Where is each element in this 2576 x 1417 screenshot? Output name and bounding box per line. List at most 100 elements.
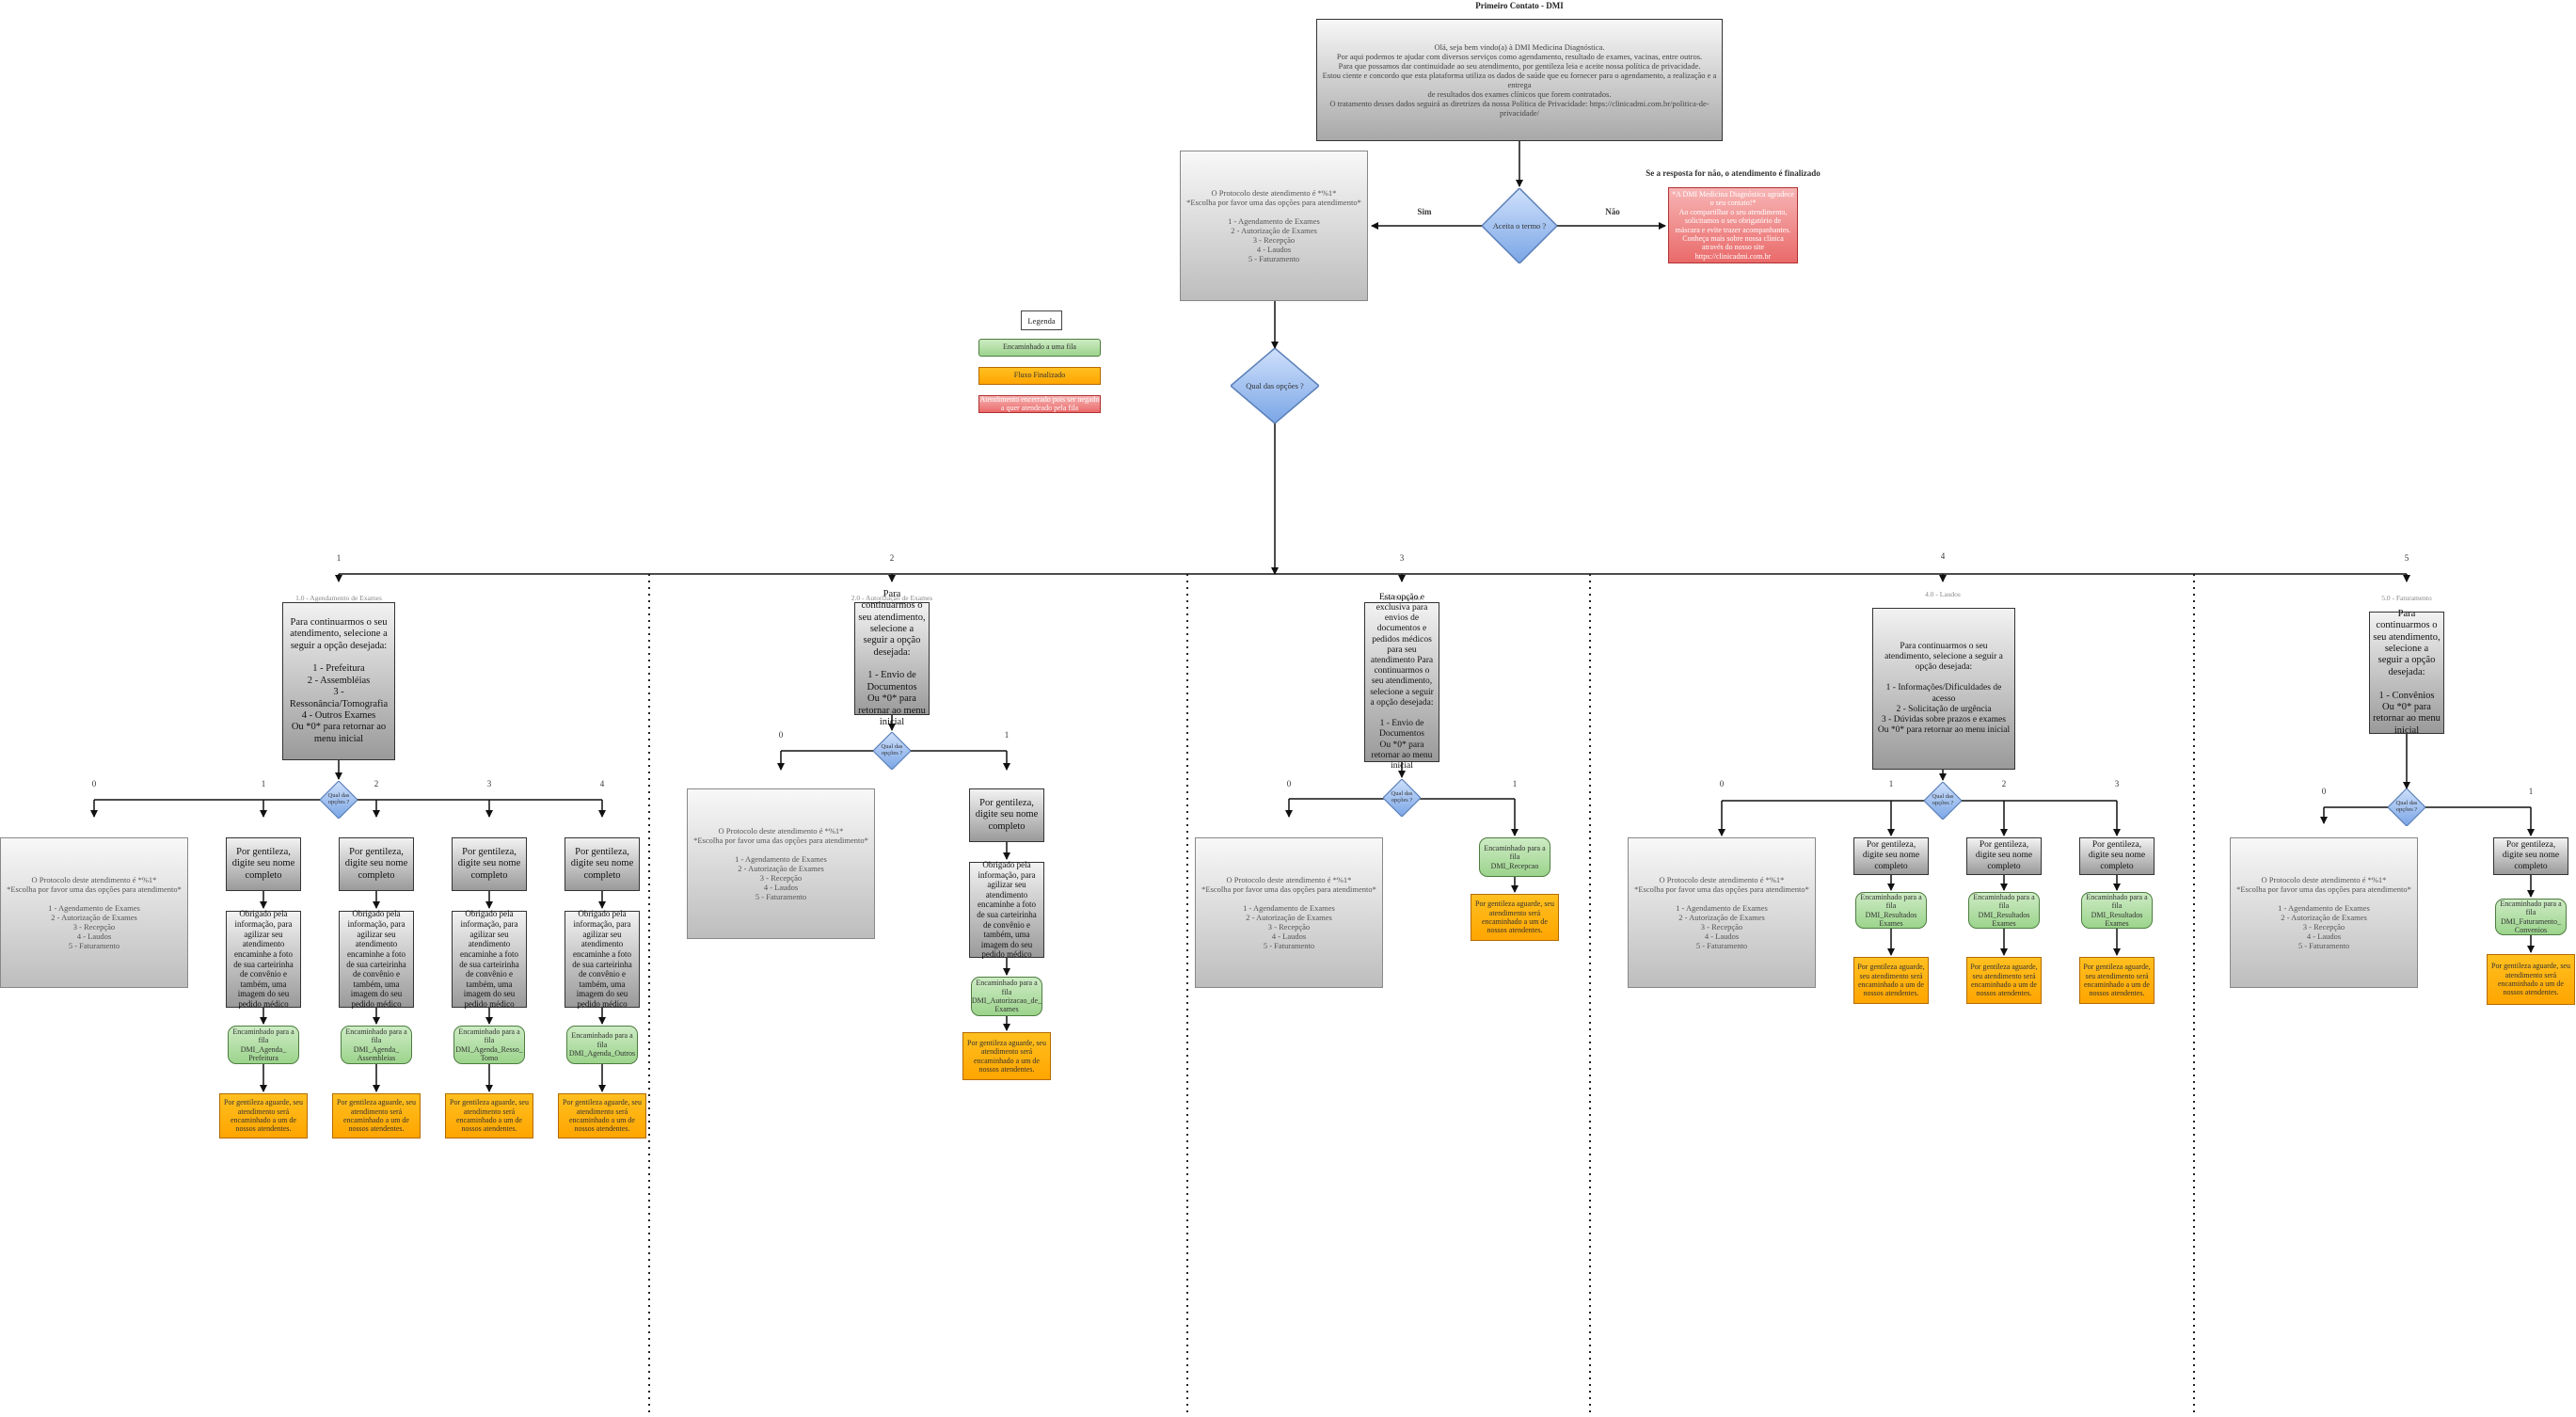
- s3-wait: Por gentileza aguarde, seu atendimento s…: [1471, 894, 1559, 941]
- s3-options-label: Qual das opções ?: [1391, 790, 1413, 804]
- diamond-shape: [1231, 348, 1319, 423]
- s4-queue-resultados-3: Encaminhado para a fila DMI_Resultados E…: [2081, 892, 2153, 929]
- s5-ask-name: Por gentileza, digite seu nome completo: [2493, 837, 2568, 875]
- s2-ask-name: Por gentileza, digite seu nome completo: [969, 788, 1044, 842]
- diamond-shape: [1482, 188, 1557, 263]
- diagram-title: Primeiro Contato - DMI: [1475, 1, 1564, 10]
- s1-option-3: 3: [486, 779, 492, 788]
- s5-queue-faturamento: Encaminhado para a fila DMI_Faturamento_…: [2495, 899, 2567, 935]
- s2-option-1: 1: [1004, 730, 1010, 740]
- s4-option-3: 3: [2114, 779, 2120, 788]
- refusal-heading: Se a resposta for não, o atendimento é f…: [1646, 168, 1821, 178]
- s4-menu-box: Para continuarmos o seu atendimento, sel…: [1872, 608, 2015, 770]
- s1-ask-name-2: Por gentileza, digite seu nome completo: [339, 837, 414, 891]
- diamond-shape: [1924, 782, 1962, 820]
- branch-number-5: 5: [2404, 553, 2409, 563]
- s5-options-label: Qual das opções ?: [2395, 800, 2418, 813]
- s5-option-0: 0: [2321, 787, 2327, 796]
- section-title-1: 1.0 - Agendamento de Exames: [295, 594, 382, 602]
- branch-number-3: 3: [1399, 553, 1405, 563]
- accept-terms-label: Aceita o termo ?: [1492, 220, 1547, 231]
- main-options-decision: Qual das opções ?: [1231, 348, 1319, 423]
- s2-upload-request: Obrigado pela informação, para agilizar …: [969, 860, 1044, 959]
- diamond-shape: [2388, 788, 2425, 826]
- s5-wait: Por gentileza aguarde, seu atendimento s…: [2487, 954, 2575, 1005]
- s4-option-0: 0: [1719, 779, 1725, 788]
- s1-queue-prefeitura: Encaminhado para a fila DMI_Agenda_ Pref…: [228, 1026, 299, 1064]
- s2-queue-autorizacao: Encaminhado para a fila DMI_Autorizacao_…: [971, 977, 1042, 1016]
- s4-ask-name-1: Por gentileza, digite seu nome completo: [1853, 837, 1929, 875]
- s1-option-0: 0: [91, 779, 97, 788]
- s4-option-2: 2: [2001, 779, 2007, 788]
- s1-wait-1: Por gentileza aguarde, seu atendimento s…: [219, 1093, 308, 1138]
- s3-option-1: 1: [1512, 779, 1518, 788]
- s1-ask-name-3: Por gentileza, digite seu nome completo: [452, 837, 527, 891]
- s2-wait: Por gentileza aguarde, seu atendimento s…: [962, 1032, 1051, 1080]
- legend-refused: Atendimento encerrado pois ser negado a …: [978, 395, 1101, 413]
- s1-queue-outros: Encaminhado para a fila DMI_Agenda_Outro…: [566, 1026, 638, 1064]
- s5-options-decision: Qual das opções ?: [2388, 788, 2425, 826]
- diamond-shape: [320, 781, 358, 819]
- refusal-message-box: *A DMI Medicina Diagnóstica agradece o s…: [1668, 187, 1798, 263]
- diamond-shape: [873, 732, 911, 770]
- s1-upload-request-1: Obrigado pela informação, para agilizar …: [226, 909, 301, 1009]
- no-label: Não: [1605, 207, 1620, 216]
- intro-message-box: Olá, seja bem vindo(a) à DMI Medicina Di…: [1316, 19, 1723, 141]
- s2-menu-box: Para continuarmos o seu atendimento, sel…: [854, 589, 930, 727]
- s4-wait-1: Por gentileza aguarde, seu atendimento s…: [1853, 957, 1929, 1004]
- s1-wait-3: Por gentileza aguarde, seu atendimento s…: [445, 1093, 533, 1138]
- s4-ask-name-2: Por gentileza, digite seu nome completo: [1966, 837, 2042, 875]
- s1-option-2: 2: [374, 779, 379, 788]
- s1-options-label: Qual das opções ?: [327, 792, 350, 805]
- section-title-2: 2.0 - Autorização de Exames: [851, 594, 933, 602]
- s1-ask-name-1: Por gentileza, digite seu nome completo: [226, 837, 301, 891]
- branch-number-4: 4: [1940, 551, 1946, 561]
- s4-option-1: 1: [1888, 779, 1894, 788]
- s4-ask-name-3: Por gentileza, digite seu nome completo: [2079, 837, 2155, 875]
- s1-upload-request-2: Obrigado pela informação, para agilizar …: [339, 909, 414, 1009]
- s1-wait-2: Por gentileza aguarde, seu atendimento s…: [332, 1093, 421, 1138]
- s1-upload-request-4: Obrigado pela informação, para agilizar …: [564, 909, 640, 1009]
- s5-option-1: 1: [2528, 787, 2534, 796]
- s2-options-decision: Qual das opções ?: [873, 732, 911, 770]
- s4-queue-resultados-1: Encaminhado para a fila DMI_Resultados E…: [1855, 892, 1927, 929]
- protocol-menu-box: O Protocolo deste atendimento é *%1* *Es…: [1180, 151, 1368, 301]
- main-options-label: Qual das opções ?: [1246, 380, 1304, 390]
- s4-wait-2: Por gentileza aguarde, seu atendimento s…: [1966, 957, 2042, 1004]
- s3-menu-box: Esta opção e exclusiva para envios de do…: [1364, 593, 1439, 771]
- s1-wait-4: Por gentileza aguarde, seu atendimento s…: [558, 1093, 646, 1138]
- s1-menu-box: Para continuarmos o seu atendimento, sel…: [282, 602, 395, 760]
- s1-option-4: 4: [599, 779, 605, 788]
- legend-title: Legenda: [1021, 310, 1062, 330]
- accept-terms-decision: Aceita o termo ?: [1482, 188, 1557, 263]
- s1-queue-assembleias: Encaminhado para a fila DMI_Agenda_ Asse…: [341, 1026, 412, 1064]
- s2-option-0: 0: [778, 730, 784, 740]
- s1-back-protocol-menu: O Protocolo deste atendimento é *%1* *Es…: [0, 837, 188, 988]
- section-title-3: 3.0 Recepção: [1382, 594, 1422, 602]
- s3-queue-recepcao: Encaminhado para a fila DMI_Recepcao: [1479, 837, 1550, 877]
- section-title-4: 4.0 - Laudos: [1925, 590, 1961, 598]
- s2-options-label: Qual das opções ?: [881, 743, 903, 756]
- branch-number-1: 1: [336, 553, 342, 563]
- s1-option-1: 1: [261, 779, 266, 788]
- s1-options-decision: Qual das opções ?: [320, 781, 358, 819]
- s4-options-label: Qual das opções ?: [1932, 793, 1954, 806]
- branch-number-2: 2: [889, 553, 895, 563]
- diamond-shape: [1383, 779, 1421, 817]
- legend-finished: Fluxo Finalizado: [978, 367, 1101, 385]
- s4-wait-3: Por gentileza aguarde, seu atendimento s…: [2079, 957, 2155, 1004]
- s5-back-protocol-menu: O Protocolo deste atendimento é *%1* *Es…: [2230, 837, 2418, 988]
- s3-back-protocol-menu: O Protocolo deste atendimento é *%1* *Es…: [1195, 837, 1383, 988]
- s2-back-protocol-menu: O Protocolo deste atendimento é *%1* *Es…: [687, 788, 875, 939]
- s4-options-decision: Qual das opções ?: [1924, 782, 1962, 820]
- s3-option-0: 0: [1286, 779, 1292, 788]
- legend-queue: Encaminhado a uma fila: [978, 339, 1101, 357]
- s4-queue-resultados-2: Encaminhado para a fila DMI_Resultados E…: [1968, 892, 2040, 929]
- s1-upload-request-3: Obrigado pela informação, para agilizar …: [452, 909, 527, 1009]
- s4-back-protocol-menu: O Protocolo deste atendimento é *%1* *Es…: [1628, 837, 1816, 988]
- s5-menu-box: Para continuarmos o seu atendimento, sel…: [2369, 609, 2444, 736]
- section-title-5: 5.0 - Faturamento: [2381, 594, 2432, 602]
- yes-label: Sim: [1417, 207, 1432, 216]
- s3-options-decision: Qual das opções ?: [1383, 779, 1421, 817]
- s1-queue-resso-tomo: Encaminhado para a fila DMI_Agenda_Resso…: [453, 1026, 525, 1064]
